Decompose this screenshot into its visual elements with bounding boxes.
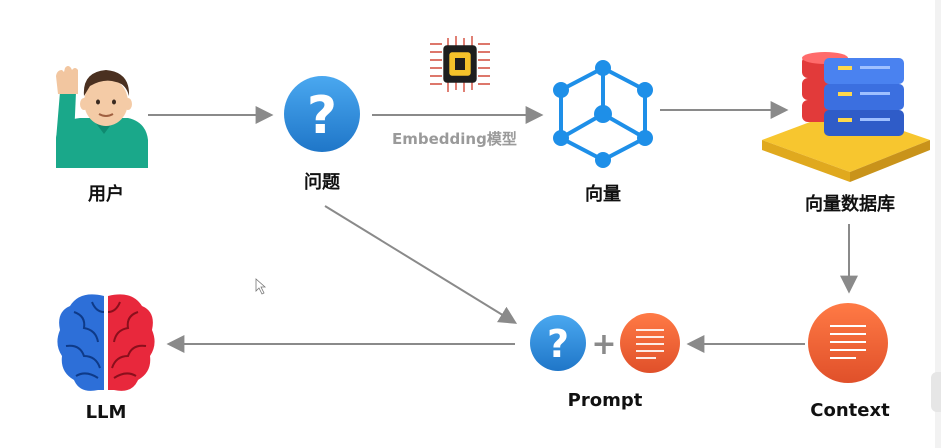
database-server-icon — [762, 52, 930, 182]
right-edge-strip — [935, 0, 941, 448]
arrows — [148, 101, 858, 353]
scroll-handle[interactable] — [931, 372, 941, 412]
document-lines-icon — [808, 303, 888, 383]
node-label-prompt: Prompt — [567, 390, 643, 411]
brain-icon — [57, 294, 155, 391]
vector-graph-icon — [553, 60, 653, 168]
node-label-vector: 向量 — [585, 184, 621, 205]
question-glyph: ? — [307, 86, 337, 146]
node-label-question: 问题 — [304, 172, 340, 193]
prompt-question-glyph: ? — [547, 322, 569, 366]
arrow-question-to-prompt — [324, 205, 518, 324]
node-label-user: 用户 — [88, 184, 124, 205]
question-mark-icon: ? — [284, 76, 360, 152]
node-label-vector-db: 向量数据库 — [805, 194, 895, 215]
node-label-context: Context — [810, 400, 890, 421]
chip-icon — [430, 36, 490, 92]
mouse-cursor-icon — [255, 278, 267, 295]
prompt-plus-glyph: + — [591, 327, 616, 362]
node-label-llm: LLM — [85, 402, 127, 423]
person-waving-icon — [56, 66, 148, 168]
edge-label-embedding: Embedding模型 — [392, 130, 517, 148]
question-plus-document-icon: ? + — [530, 313, 680, 373]
